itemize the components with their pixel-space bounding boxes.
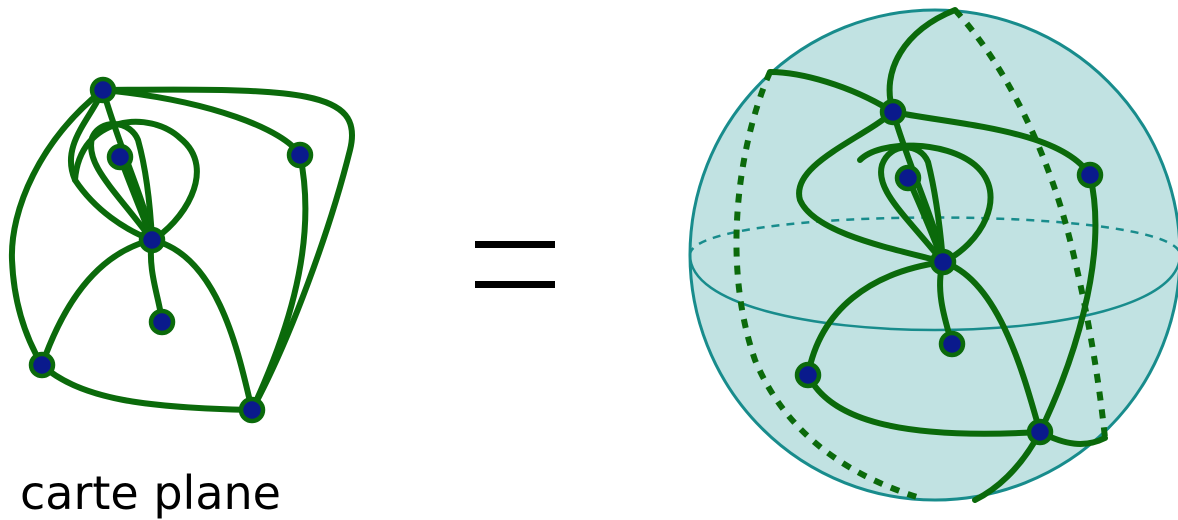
sphere-vertex [882, 101, 904, 123]
sphere-vertex [797, 364, 819, 386]
diagram [0, 0, 1178, 503]
planar-vertex [31, 354, 53, 376]
equals-sign [475, 241, 555, 288]
planar-vertex [92, 79, 114, 101]
caption: carte plane [20, 470, 281, 516]
sphere-vertex [1079, 164, 1101, 186]
planar-vertex [289, 144, 311, 166]
planar-vertex [151, 311, 173, 333]
sphere-vertex [941, 333, 963, 355]
planar-map [12, 79, 352, 421]
planar-edge [42, 240, 152, 365]
planar-edge [103, 90, 352, 410]
planar-vertex [109, 146, 131, 168]
planar-vertex [241, 399, 263, 421]
planar-edge [252, 155, 305, 410]
sphere-vertex [897, 167, 919, 189]
sphere-map [690, 10, 1178, 500]
sphere-vertex [932, 251, 954, 273]
planar-vertex [141, 229, 163, 251]
sphere-vertex [1029, 421, 1051, 443]
planar-edge [42, 365, 252, 410]
